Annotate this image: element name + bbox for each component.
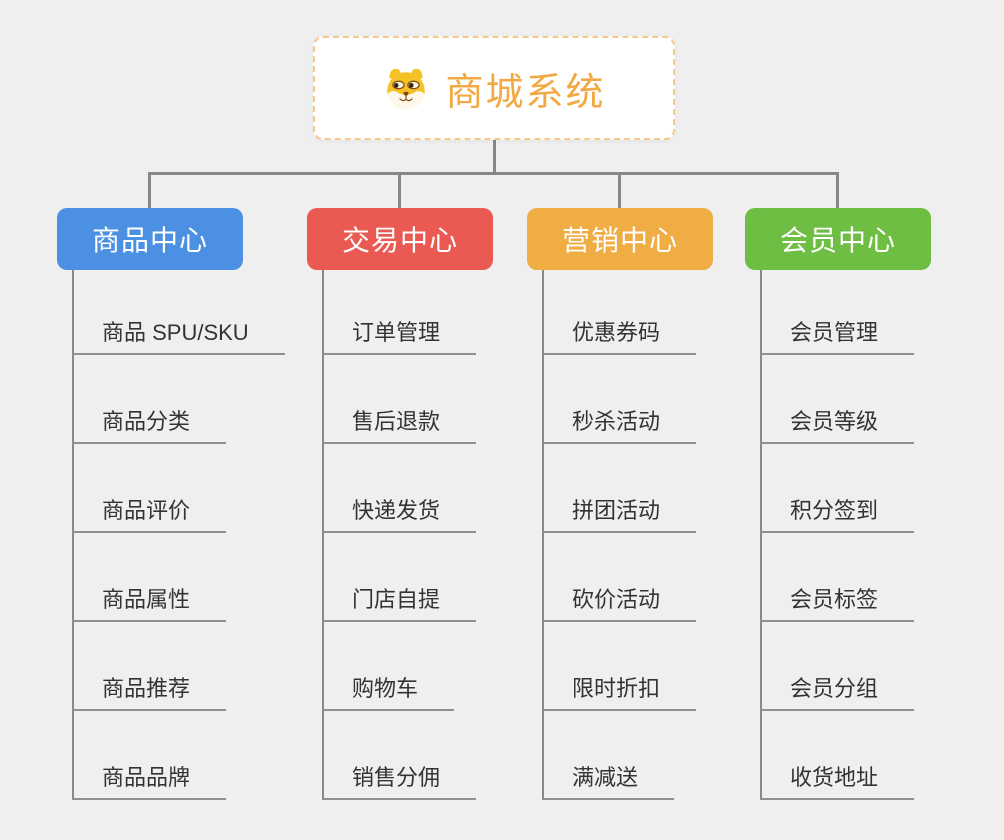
child-node[interactable]: 会员分组 bbox=[760, 622, 915, 711]
child-node[interactable]: 销售分佣 bbox=[322, 711, 477, 800]
connector-root-stub bbox=[493, 140, 496, 175]
dog-face-icon bbox=[387, 68, 426, 110]
child-node[interactable]: 商品推荐 bbox=[72, 622, 227, 711]
child-node[interactable]: 商品属性 bbox=[72, 533, 227, 622]
connector-bus bbox=[148, 172, 839, 175]
child-node[interactable]: 售后退款 bbox=[322, 355, 477, 444]
child-node[interactable]: 商品评价 bbox=[72, 444, 227, 533]
connector-trunk bbox=[322, 270, 324, 800]
child-node[interactable]: 满减送 bbox=[542, 711, 675, 800]
branch-node-trade-center[interactable]: 交易中心 bbox=[307, 208, 493, 270]
root-node-label: 商城系统 bbox=[445, 71, 606, 114]
child-node[interactable]: 商品品牌 bbox=[72, 711, 227, 800]
child-node[interactable]: 会员标签 bbox=[760, 533, 915, 622]
child-node[interactable]: 积分签到 bbox=[760, 444, 915, 533]
child-node[interactable]: 优惠券码 bbox=[542, 270, 697, 355]
child-node[interactable]: 秒杀活动 bbox=[542, 355, 697, 444]
connector-drop bbox=[836, 172, 839, 210]
branch-column-member: 会员中心 会员管理 会员等级 积分签到 会员标签 会员分组 收货地址 bbox=[745, 208, 991, 800]
child-node[interactable]: 商品分类 bbox=[72, 355, 227, 444]
child-node[interactable]: 会员等级 bbox=[760, 355, 915, 444]
branch-node-marketing-center[interactable]: 营销中心 bbox=[527, 208, 713, 270]
root-node[interactable]: 商城系统 bbox=[313, 36, 675, 140]
child-node[interactable]: 购物车 bbox=[322, 622, 455, 711]
child-node[interactable]: 商品 SPU/SKU bbox=[72, 270, 285, 355]
child-node[interactable]: 收货地址 bbox=[760, 711, 915, 800]
child-node[interactable]: 订单管理 bbox=[322, 270, 477, 355]
connector-drop bbox=[148, 172, 151, 210]
connector-drop bbox=[618, 172, 621, 210]
connector-trunk bbox=[760, 270, 762, 800]
branch-column-product: 商品中心 商品 SPU/SKU 商品分类 商品评价 商品属性 商品推荐 商品品牌 bbox=[57, 208, 303, 800]
connector-drop bbox=[398, 172, 401, 210]
branch-node-member-center[interactable]: 会员中心 bbox=[745, 208, 931, 270]
branch-column-trade: 交易中心 订单管理 售后退款 快递发货 门店自提 购物车 销售分佣 bbox=[307, 208, 553, 800]
branch-node-product-center[interactable]: 商品中心 bbox=[57, 208, 243, 270]
connector-trunk bbox=[542, 270, 544, 800]
child-node[interactable]: 快递发货 bbox=[322, 444, 477, 533]
child-node[interactable]: 门店自提 bbox=[322, 533, 477, 622]
connector-trunk bbox=[72, 270, 74, 800]
child-node[interactable]: 砍价活动 bbox=[542, 533, 697, 622]
child-node[interactable]: 拼团活动 bbox=[542, 444, 697, 533]
child-node[interactable]: 会员管理 bbox=[760, 270, 915, 355]
branch-column-marketing: 营销中心 优惠券码 秒杀活动 拼团活动 砍价活动 限时折扣 满减送 bbox=[527, 208, 773, 800]
child-node[interactable]: 限时折扣 bbox=[542, 622, 697, 711]
